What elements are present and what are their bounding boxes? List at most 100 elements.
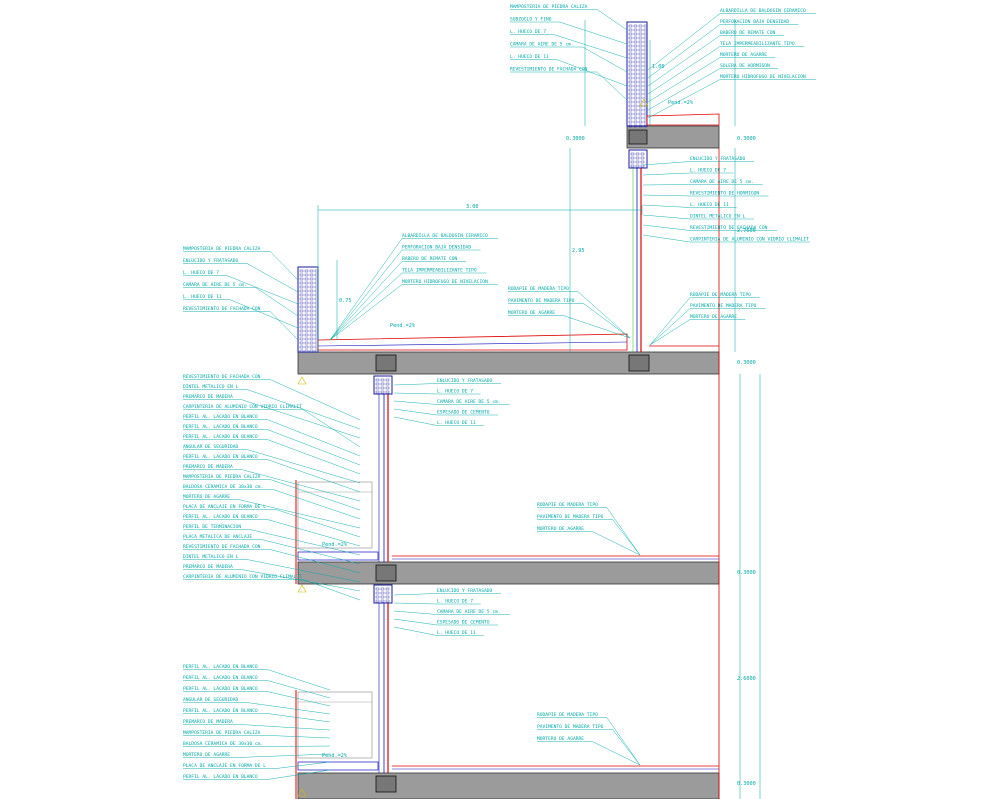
leader-line (393, 626, 438, 636)
beam-floor1 (375, 564, 397, 582)
leader-line (273, 489, 361, 520)
leader-line (647, 46, 721, 95)
leader-line (393, 383, 438, 386)
top-right-label: BABERO DE REMATE CON (720, 30, 776, 36)
right-top-mid-label: RODAPIE DE MADERA TIPO (690, 292, 751, 298)
level-marker-icon (297, 788, 307, 797)
leader-line (642, 184, 691, 186)
right-middle-label: CAMARA DE AIRE DE 5 cm. (690, 179, 754, 185)
leader-line (261, 539, 361, 565)
leader-line (267, 713, 331, 723)
left-floor2-label: MORTERO DE AGARRE (183, 752, 230, 758)
left-floor1-label: PERFIL AL. LACADO EN BLANCO (183, 514, 258, 520)
dim-parapet-top: 1.00 (652, 64, 665, 70)
leader-line (606, 507, 641, 556)
left-parapet-label: REVESTIMIENTO DE FACHADA CON (183, 306, 261, 312)
right-floor-label: RODAPIE DE MADERA TIPO (537, 502, 598, 508)
leader-line (556, 59, 628, 87)
leader-line (583, 303, 631, 339)
mid-roof-label: BABERO DE REMATE CON (402, 256, 458, 262)
center-floor1-label: L. HUECO DE 11 (437, 420, 476, 426)
leader-line (642, 214, 691, 220)
leader-line (267, 691, 331, 707)
leader-line (559, 21, 628, 45)
leader-line (267, 519, 361, 547)
top-right-label: PERFORACION BAJA DENSIDAD (720, 19, 789, 25)
leader-line (246, 449, 361, 484)
dim-level-b: 0.3000 (737, 136, 756, 142)
left-floor1-label: CARPINTERIA DE ALUMINIO CON VIDRIO CLIMA… (183, 574, 302, 580)
lintel-block-1 (373, 375, 393, 395)
center-floor1-label: ESPESADO DE CEMENTO (437, 410, 490, 416)
leader-line (606, 717, 641, 766)
upper-wall-hatch (628, 24, 648, 128)
dimension-texts: 3.00 2.95 0.3000 0.3000 2.7600 0.3000 0.… (322, 64, 756, 787)
leader-line (246, 389, 361, 430)
top-left-label: REVESTIMIENTO DE FACHADA CON (510, 67, 588, 73)
leader-line (563, 315, 631, 339)
leader-line (649, 319, 691, 346)
top-left-label: CAMARA DE AIRE DE 5 cm. (510, 42, 574, 48)
leader-line (238, 753, 331, 758)
left-parapet-label: L. HUECO DE 7 (183, 270, 219, 276)
top-right-label: SOLERA DE HORMIGON (720, 63, 770, 69)
floor1-window-panel (297, 481, 373, 549)
leader-line (270, 379, 361, 421)
label-leaders (183, 9, 816, 780)
leader-line (267, 429, 361, 466)
left-floor1-label: PERFIL AL. LACADO EN BLANCO (183, 454, 258, 460)
left-floor1-label: PERFIL AL. LACADO EN BLANCO (183, 434, 258, 440)
leader-line (642, 204, 691, 208)
mid-roof-label: ALBARDILLA DE BALDOSIN CERAMICO (402, 233, 488, 239)
left-floor2-label: PERFIL AL. LACADO EN BLANCO (183, 774, 258, 780)
left-floor2-label: BALDOSA CERAMICA DE 30x30 cm. (183, 741, 263, 747)
leader-line (647, 79, 721, 119)
slope-floor2-label: Pend.=2% (322, 753, 348, 759)
left-floor1-label: PREMARCO DE MADERA (183, 564, 233, 570)
leader-line (267, 669, 331, 691)
leader-line (238, 499, 361, 529)
center-floor2-label: ESPESADO DE CEMENTO (437, 620, 490, 626)
left-floor1-label: PREMARCO DE MADERA (183, 464, 233, 470)
level-marker-icon (297, 584, 307, 593)
left-parapet-label: MAMPOSTERIA DE PIEDRA CALIZA (183, 246, 261, 252)
dim-height-right: 2.7600 (737, 228, 756, 234)
roof-slab (297, 351, 720, 375)
dim-level-d: 0.3000 (737, 570, 756, 576)
left-floor1-label: PLACA DE ANCLAJE EN FORMA DE L (183, 504, 266, 510)
leader-line (302, 409, 361, 448)
dim-parapet-low: 0.75 (339, 298, 352, 304)
slope-mid-label: Pend.=2% (390, 323, 416, 329)
leader-line (275, 761, 331, 769)
left-parapet-label: ENLUCIDO Y FRATASADO (183, 258, 239, 264)
left-floor2-label: PERFIL AL. LACADO EN BLANCO (183, 664, 258, 670)
brick-hatching (299, 24, 648, 603)
leader-line (597, 71, 628, 101)
lintel-upper-hatch (630, 152, 645, 168)
upper-roof-membrane (646, 113, 720, 126)
leader-line (270, 311, 299, 341)
window-carpentry (295, 113, 720, 799)
building-structure (297, 21, 720, 799)
right-floor2-label: PAVIMENTO DE MADERA TIPO (537, 724, 604, 730)
leader-line (246, 702, 331, 715)
lintel-2-hatch (375, 587, 390, 603)
leader-line (270, 251, 299, 281)
left-floor2-label: PLACA DE ANCLAJE EN FORMA DE L (183, 763, 266, 769)
leader-line (642, 194, 691, 197)
upper-roof-slab (626, 125, 720, 149)
left-floor1-label: MAMPOSTERIA DE PIEDRA CALIZA (183, 474, 261, 480)
lintel-block-upper (628, 149, 648, 169)
left-floor1-label: BALDOSA CERAMICA DE 30x30 cm. (183, 484, 263, 490)
leader-line (270, 479, 361, 511)
dim-height-floor: 2.6000 (737, 676, 756, 682)
dim-level-e: 0.3000 (737, 781, 756, 787)
left-floor1-label: DINTEL METALICO EN L (183, 384, 239, 390)
left-floor1-label: PLACA METALICA DE ANCLAJE (183, 534, 252, 540)
leader-line (329, 272, 403, 341)
left-floor1-label: PERFIL AL. LACADO EN BLANCO (183, 414, 258, 420)
left-floor1-label: CARPINTERIA DE ALUMINIO CON VIDRIO CLIMA… (183, 404, 302, 410)
